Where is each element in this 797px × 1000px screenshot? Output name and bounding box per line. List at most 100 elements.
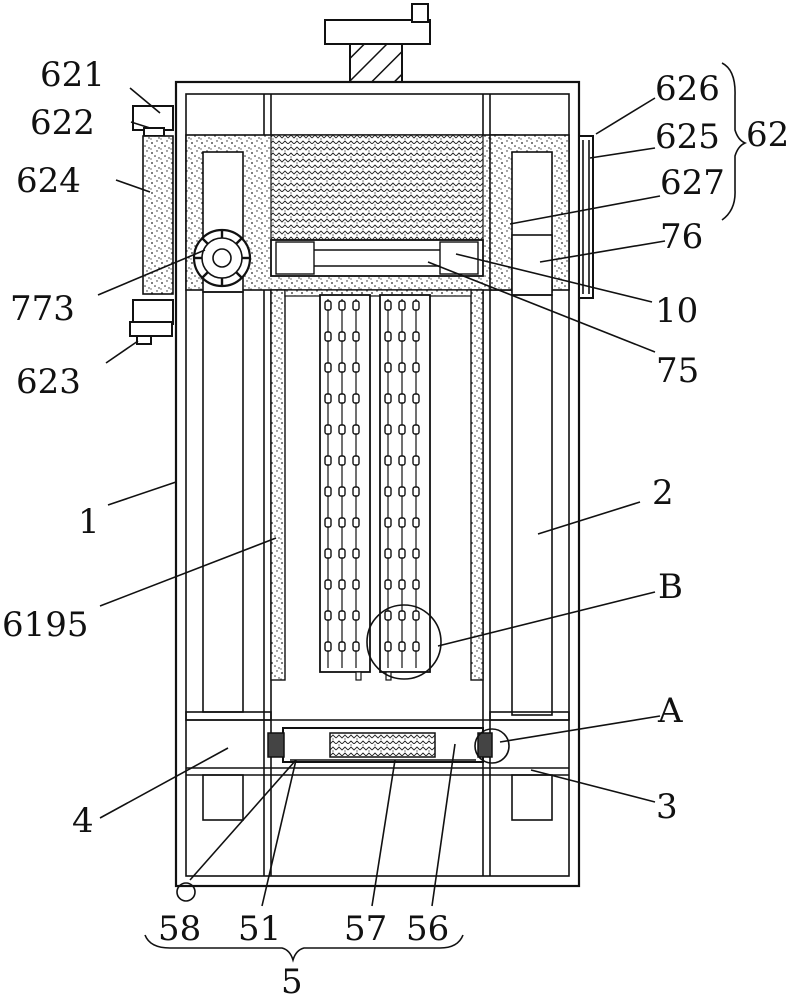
tube-hole [324,579,332,590]
tube-hole [352,455,360,466]
tube-hole [324,424,332,435]
label-622: 622 [30,103,95,143]
leader-lines [97,87,666,907]
tube-hole [398,362,406,373]
label-10: 10 [655,291,698,331]
tube-hole [384,362,392,373]
tube-hole [338,579,346,590]
label-624: 624 [16,161,81,201]
tube-hole [398,548,406,559]
top-motor [324,3,431,83]
tube-hole [324,486,332,497]
tube-hole [352,610,360,621]
tube-hole [352,393,360,404]
tube-hole [384,579,392,590]
tube-hole [398,393,406,404]
label-4: 4 [72,801,94,841]
tube-hole [352,300,360,311]
right-module [578,135,594,299]
label-6195: 6195 [2,605,89,645]
tube-hole [412,393,420,404]
label-623: 623 [16,362,81,402]
tube-hole [398,455,406,466]
tube-hole [352,362,360,373]
label-2: 2 [652,473,674,513]
tube-hole [338,424,346,435]
tube-hole [412,300,420,311]
label-3: 3 [656,787,678,827]
tube-hole [412,455,420,466]
tube-hole [398,486,406,497]
tube-hole [412,548,420,559]
label-75: 75 [656,351,699,391]
tube-hole [384,517,392,528]
label-58: 58 [158,909,201,949]
tube-hole [338,548,346,559]
label-56: 56 [406,909,449,949]
tube-hole [324,548,332,559]
tube-hole [324,641,332,652]
tube-hole [412,362,420,373]
tube-hole [412,579,420,590]
heater-tubes [319,294,431,681]
tube-hole [352,641,360,652]
tube-hole [384,610,392,621]
label-5: 5 [281,962,303,1000]
label-62: 62 [746,115,789,155]
tube-hole [352,331,360,342]
tube-hole [338,362,346,373]
plate-assembly [186,727,569,776]
tube-hole [352,548,360,559]
label-A: A [657,691,683,731]
tube-hole [324,610,332,621]
tube-hole [338,486,346,497]
tube-hole [398,424,406,435]
tube-hole [412,641,420,652]
tube-hole [338,610,346,621]
label-621: 621 [40,55,105,95]
label-625: 625 [655,117,720,157]
tube-hole [412,424,420,435]
tube-tip [355,671,362,681]
tube-hole [324,362,332,373]
tube-hole [384,300,392,311]
tube-hole [384,548,392,559]
label-B: B [658,567,683,607]
tube-hole [412,517,420,528]
tube-hole [384,486,392,497]
tube-hole [324,331,332,342]
side-walls [270,289,484,681]
tube-hole [398,331,406,342]
tube-hole [338,331,346,342]
tube-hole [398,300,406,311]
tube-hole [324,300,332,311]
tube-hole [352,424,360,435]
tube-hole [384,424,392,435]
tube-hole [338,393,346,404]
label-773: 773 [10,289,75,329]
label-626: 626 [655,69,720,109]
tube-hole [324,455,332,466]
tube-hole [398,610,406,621]
tube-hole [352,486,360,497]
tube-hole [352,579,360,590]
tube-hole [412,486,420,497]
label-627: 627 [660,163,725,203]
tube-hole [384,455,392,466]
tube-hole [398,517,406,528]
tube-hole [384,393,392,404]
label-51: 51 [238,909,281,949]
tube-hole [384,641,392,652]
tube-hole [338,517,346,528]
tube-hole [338,641,346,652]
tube-hole [398,641,406,652]
tube-hole [412,610,420,621]
tube-hole [338,300,346,311]
tube-hole [352,517,360,528]
tube-hole [338,455,346,466]
tube-hole [412,331,420,342]
labels: 621 622 624 773 623 1 6195 4 58 51 57 56… [2,55,789,1000]
left-module [129,105,252,345]
